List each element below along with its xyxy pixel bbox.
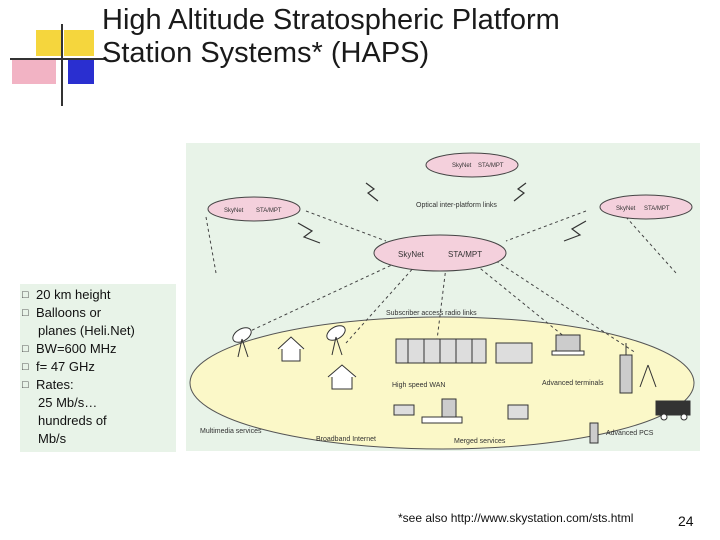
platform-label-left: SkyNet bbox=[398, 250, 425, 259]
multimedia-label: Multimedia services bbox=[200, 428, 262, 435]
bullet-text: Rates: bbox=[36, 377, 74, 392]
radio-links bbox=[205, 210, 677, 354]
bullet-text: hundreds of bbox=[38, 413, 107, 428]
page-number: 24 bbox=[678, 513, 694, 529]
title-line-2: Station Systems* (HAPS) bbox=[102, 37, 430, 69]
page-title: High Altitude Stratospheric Platform Sta… bbox=[102, 4, 712, 70]
house-icon bbox=[327, 364, 357, 390]
footnote: *see also http://www.skystation.com/sts.… bbox=[398, 511, 634, 525]
optical-links-label: Optical inter-platform links bbox=[416, 202, 497, 209]
bullet-text: 25 Mb/s… bbox=[38, 395, 98, 410]
antenna-icon bbox=[639, 364, 657, 388]
platform-top: SkyNet STA/MPT bbox=[425, 152, 519, 178]
deco-blue-square bbox=[68, 58, 94, 84]
platform-label-right: STA/MPT bbox=[256, 208, 282, 214]
deco-pink-square bbox=[12, 58, 56, 84]
merged-label: Merged services bbox=[454, 438, 506, 445]
link-bolt bbox=[513, 182, 527, 202]
bullet-text: f= 47 GHz bbox=[36, 359, 95, 374]
phone-icon bbox=[393, 404, 415, 416]
ground-equipment bbox=[232, 325, 691, 444]
title-line-1: High Altitude Stratospheric Platform bbox=[102, 4, 560, 36]
bullet-text: Balloons or bbox=[36, 305, 102, 320]
subscriber-links-label: Subscriber access radio links bbox=[386, 310, 477, 317]
bullet-marker-icon: □ bbox=[22, 343, 29, 355]
platform-center: SkyNet STA/MPT bbox=[373, 234, 507, 272]
mobile-phone-icon bbox=[619, 343, 633, 394]
bullet-marker-icon: □ bbox=[22, 289, 29, 301]
link-bolt bbox=[365, 182, 379, 202]
bullet-marker-icon: □ bbox=[22, 379, 29, 391]
platform-right: SkyNet STA/MPT bbox=[599, 194, 693, 220]
title-decoration bbox=[0, 0, 110, 110]
broadband-label: Broadband Internet bbox=[316, 436, 376, 443]
link-bolt bbox=[297, 222, 321, 244]
haps-diagram: SkyNet STA/MPT SkyNet STA/MPT SkyNet STA… bbox=[186, 143, 700, 451]
optical-links bbox=[297, 182, 587, 244]
laptop-icon bbox=[551, 334, 585, 356]
satellite-dish-icon bbox=[232, 327, 252, 358]
deco-vertical-line bbox=[61, 24, 63, 106]
deco-yellow-square bbox=[64, 30, 94, 56]
advanced-terminals-label: Advanced terminals bbox=[542, 380, 604, 387]
platform-label-right: STA/MPT bbox=[448, 250, 482, 259]
pcs-label: Advanced PCS bbox=[606, 430, 654, 437]
handset-icon bbox=[589, 422, 599, 444]
building-icon bbox=[395, 338, 487, 364]
bullet-text: Mb/s bbox=[38, 431, 67, 446]
bullet-text: 20 km height bbox=[36, 287, 111, 302]
haps-diagram-svg: SkyNet STA/MPT SkyNet STA/MPT SkyNet STA… bbox=[189, 152, 695, 450]
computer-icon bbox=[421, 398, 463, 424]
platform-label-left: SkyNet bbox=[452, 163, 472, 169]
platform-label-left: SkyNet bbox=[224, 208, 244, 214]
platform-label-right: STA/MPT bbox=[478, 163, 504, 169]
wan-label: High speed WAN bbox=[392, 382, 445, 389]
satellite-dish-icon bbox=[326, 325, 346, 356]
link-bolt bbox=[563, 220, 587, 242]
bullet-marker-icon: □ bbox=[22, 361, 29, 373]
bullet-marker-icon: □ bbox=[22, 307, 29, 319]
van-icon bbox=[655, 400, 691, 421]
bullet-text: planes (Heli.Net) bbox=[38, 323, 135, 338]
platform-label-right: STA/MPT bbox=[644, 206, 670, 212]
bullet-panel: □ 20 km height □ Balloons or planes (Hel… bbox=[20, 284, 176, 452]
building-icon bbox=[495, 342, 533, 364]
deco-horizontal-line bbox=[10, 58, 106, 60]
bullet-text: BW=600 MHz bbox=[36, 341, 117, 356]
platform-label-left: SkyNet bbox=[616, 206, 636, 212]
fax-icon bbox=[507, 404, 529, 420]
deco-yellow-square bbox=[36, 30, 62, 56]
house-icon bbox=[277, 336, 305, 362]
platform-left: SkyNet STA/MPT bbox=[207, 196, 301, 222]
